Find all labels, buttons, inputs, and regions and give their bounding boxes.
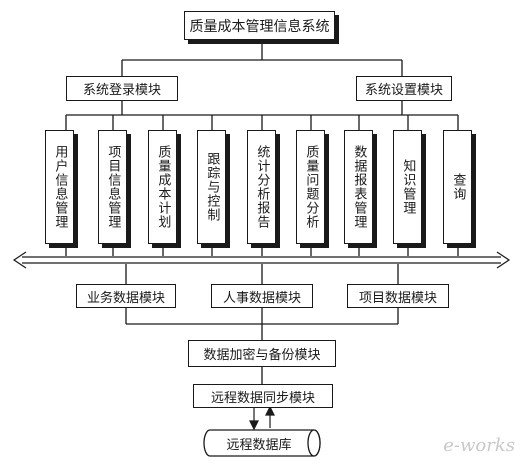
- function-label: 知识管理: [400, 159, 416, 215]
- remote-sync-module-box: 远程数据同步模块: [193, 384, 333, 408]
- remote-database: 远程数据库: [204, 430, 314, 456]
- settings-module-label: 系统设置模块: [364, 83, 443, 98]
- function-box-query: 查询: [443, 130, 472, 244]
- function-box-data-report-mgmt: 数据报表管理: [344, 130, 373, 244]
- project-data-module-box: 项目数据模块: [347, 284, 449, 308]
- function-box-knowledge-mgmt: 知识管理: [393, 130, 422, 244]
- encrypt-backup-module-box: 数据加密与备份模块: [188, 340, 336, 367]
- remote-database-label: 远程数据库: [226, 437, 292, 453]
- function-label: 统计分析报告: [254, 145, 270, 229]
- function-label: 查询: [450, 173, 466, 201]
- function-label: 跟踪与控制: [204, 152, 220, 222]
- remote-sync-module-label: 远程数据同步模块: [210, 390, 315, 406]
- hr-data-module-label: 人事数据模块: [222, 290, 301, 306]
- settings-module-box: 系统设置模块: [356, 76, 452, 101]
- function-label: 数据报表管理: [351, 145, 367, 229]
- eworks-watermark-logo: e-works: [443, 435, 515, 456]
- hr-data-module-box: 人事数据模块: [211, 284, 313, 308]
- login-module-box: 系统登录模块: [66, 76, 178, 101]
- root-system-box: 质量成本管理信息系统: [184, 11, 335, 40]
- business-data-module-label: 业务数据模块: [86, 290, 165, 306]
- function-box-quality-issue-analysis: 质量问题分析: [296, 130, 325, 244]
- login-module-label: 系统登录模块: [82, 83, 161, 98]
- function-box-project-info: 项目信息管理: [98, 130, 127, 244]
- function-box-user-info: 用户信息管理: [45, 130, 74, 244]
- function-label: 项目信息管理: [105, 145, 121, 229]
- function-box-quality-cost-plan: 质量成本计划: [148, 130, 177, 244]
- project-data-module-label: 项目数据模块: [358, 290, 437, 306]
- encrypt-backup-module-label: 数据加密与备份模块: [203, 348, 321, 363]
- function-box-tracking-control: 跟踪与控制: [197, 130, 226, 244]
- watermark-text: e-works: [443, 435, 515, 456]
- function-label: 质量问题分析: [303, 145, 319, 229]
- business-data-module-box: 业务数据模块: [76, 284, 176, 308]
- root-system-label: 质量成本管理信息系统: [189, 18, 330, 35]
- function-label: 用户信息管理: [52, 145, 68, 229]
- function-box-statistics-report: 统计分析报告: [247, 130, 276, 244]
- function-label: 质量成本计划: [155, 145, 171, 229]
